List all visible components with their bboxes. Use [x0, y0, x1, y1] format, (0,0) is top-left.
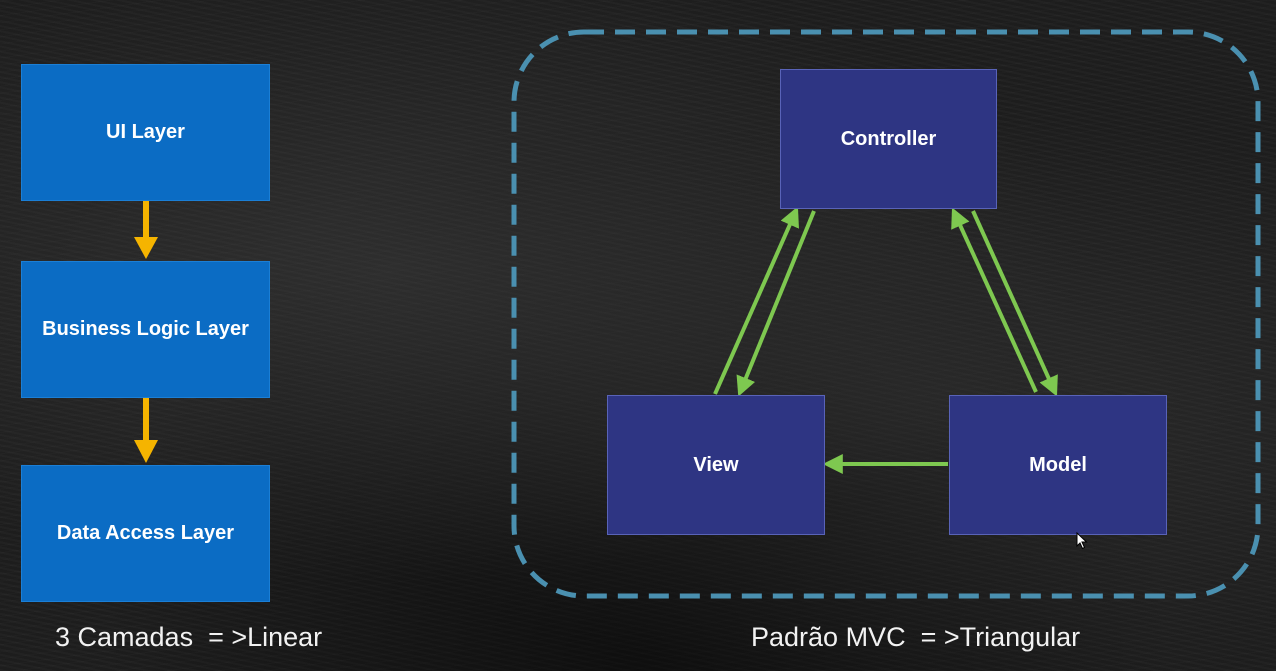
arrow-view-to-controller: [713, 206, 799, 395]
caption-mvc: Padrão MVC = >Triangular: [751, 622, 1081, 652]
business-logic-layer-box: Business Logic Layer: [21, 261, 270, 398]
arrow-model-to-controller: [951, 207, 1038, 393]
data-access-layer-box: Data Access Layer: [21, 465, 270, 602]
layer-arrow-down-icon: [134, 201, 158, 259]
data-access-layer-label: Data Access Layer: [56, 522, 235, 544]
controller-box: Controller: [780, 69, 997, 209]
ui-layer-box: UI Layer: [21, 64, 270, 201]
caption-three-tier: 3 Camadas = >Linear: [55, 622, 323, 652]
layer-arrow-down-icon: [134, 398, 158, 463]
ui-layer-label: UI Layer: [106, 121, 185, 143]
arrow-controller-to-model: [971, 210, 1058, 397]
business-logic-layer-label: Business Logic Layer: [42, 318, 249, 340]
view-label: View: [693, 453, 739, 476]
model-box: Model: [949, 395, 1167, 535]
view-box: View: [607, 395, 825, 535]
controller-label: Controller: [840, 127, 937, 150]
mvc-dashed-frame: [511, 29, 1261, 599]
arrow-controller-to-view: [736, 210, 816, 397]
model-label: Model: [1029, 453, 1087, 476]
mouse-pointer-icon: [1076, 532, 1088, 550]
